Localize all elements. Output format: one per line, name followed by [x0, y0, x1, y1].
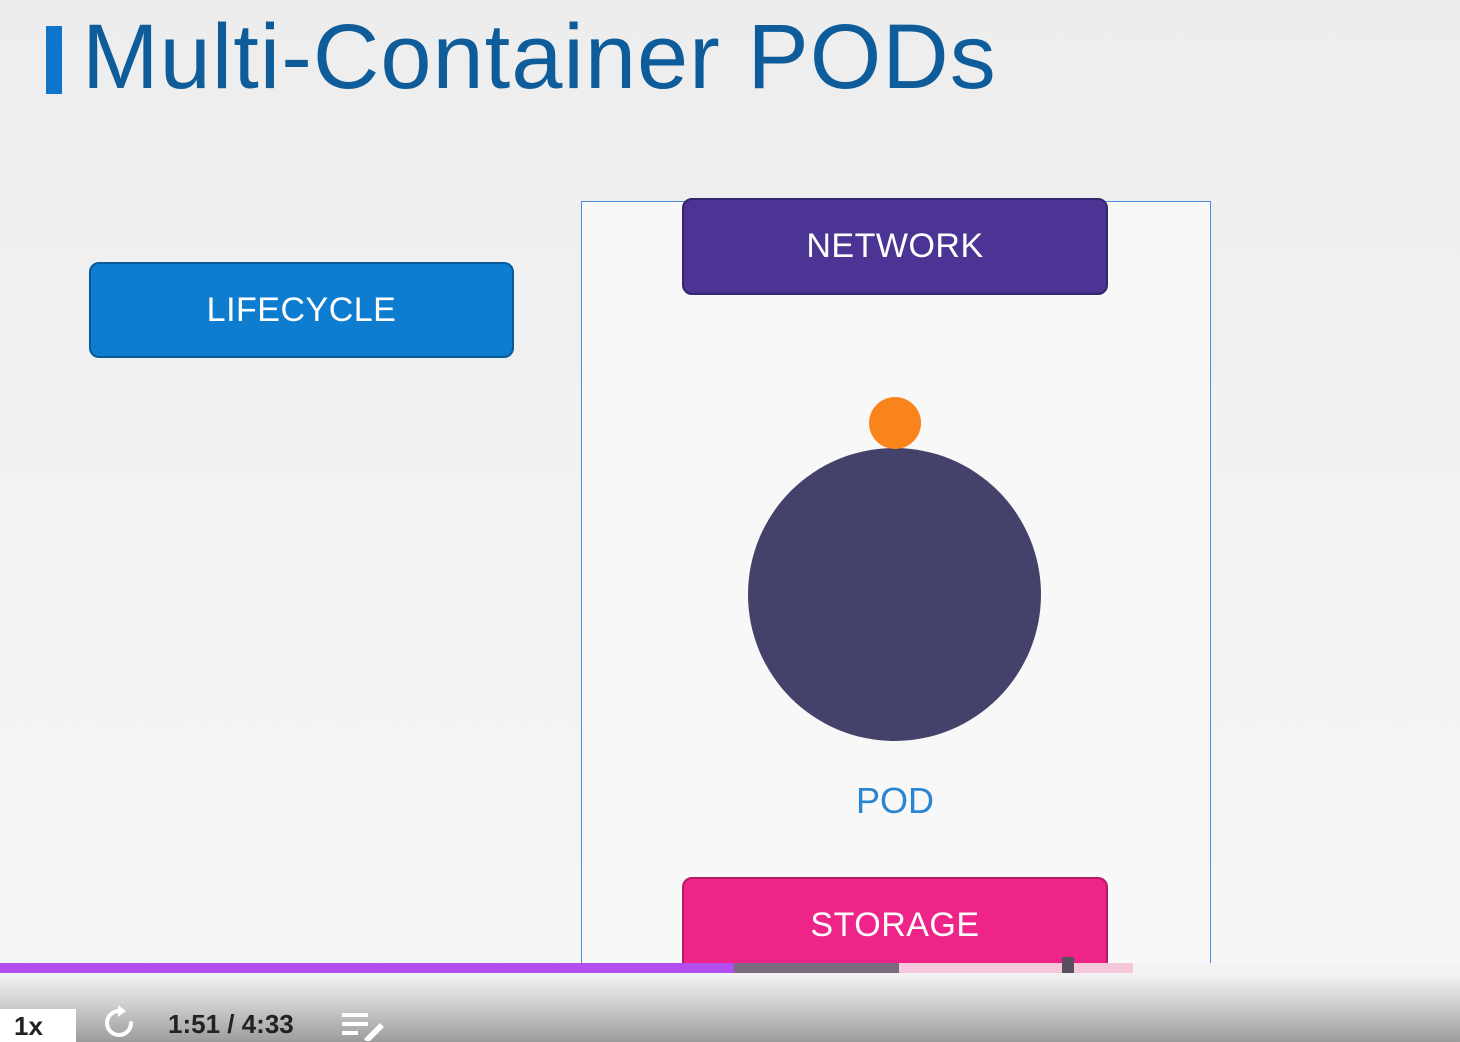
network-label: NETWORK [806, 227, 984, 265]
network-box: NETWORK [682, 198, 1108, 295]
pod-label: POD [855, 780, 934, 821]
notes-icon[interactable] [340, 1009, 388, 1042]
playback-speed-button[interactable]: 1x [0, 1009, 76, 1042]
lifecycle-label: LIFECYCLE [206, 290, 397, 329]
slide-canvas: Multi-Container PODs LIFECYCLE NETWORK P… [46, 6, 1211, 974]
pod-circle [748, 448, 1041, 741]
progress-remaining [899, 963, 1133, 973]
storage-label: STORAGE [810, 906, 980, 944]
video-controls: 1x 1:51 / 4:33 [0, 973, 1460, 1042]
progress-played [0, 963, 735, 973]
container-dot [869, 397, 921, 449]
title-accent-bar [46, 26, 62, 94]
replay-icon[interactable] [100, 1003, 140, 1042]
storage-box: STORAGE [682, 877, 1108, 974]
progress-buffered [734, 963, 900, 973]
slide-title: Multi-Container PODs [82, 6, 997, 108]
video-progress-bar[interactable] [0, 957, 1460, 981]
time-display: 1:51 / 4:33 [168, 1009, 294, 1039]
lifecycle-box: LIFECYCLE [89, 262, 514, 358]
